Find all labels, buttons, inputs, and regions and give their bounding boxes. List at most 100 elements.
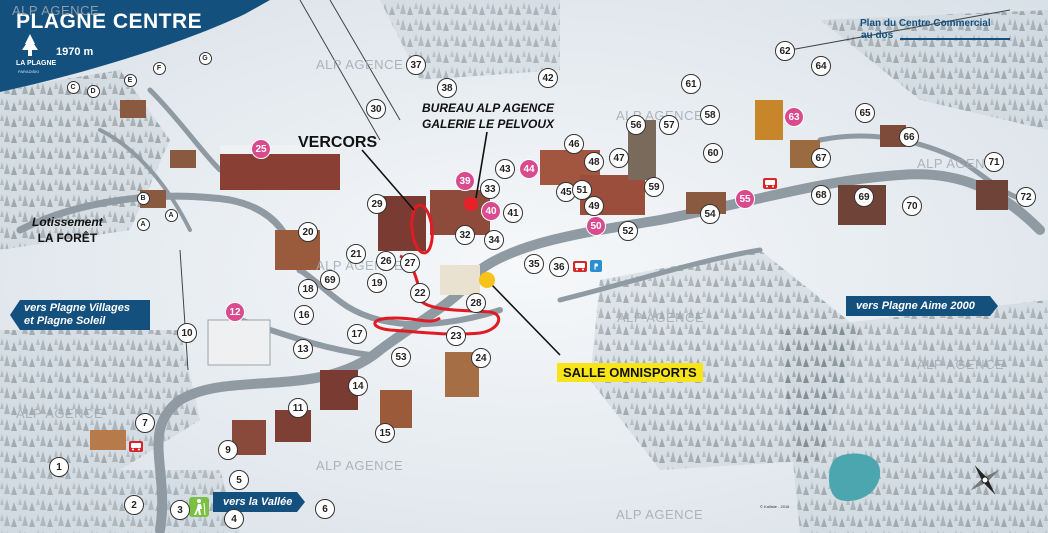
pin-10[interactable]: 10 — [177, 323, 197, 343]
pin-60[interactable]: 60 — [703, 143, 723, 163]
pin-56[interactable]: 56 — [626, 115, 646, 135]
pin-48[interactable]: 48 — [584, 152, 604, 172]
pin-51[interactable]: 51 — [572, 180, 592, 200]
pin-63[interactable]: 63 — [784, 107, 804, 127]
callout-lines — [361, 131, 561, 356]
pin-1[interactable]: 1 — [49, 457, 69, 477]
pin-letter-a[interactable]: A — [136, 217, 150, 231]
pin-28[interactable]: 28 — [466, 293, 486, 313]
pin-29[interactable]: 29 — [367, 194, 387, 214]
pin-49[interactable]: 49 — [584, 196, 604, 216]
pin-19[interactable]: 19 — [367, 273, 387, 293]
pin-letter-a[interactable]: A — [164, 208, 178, 222]
vercors-label: VERCORS — [298, 134, 378, 151]
pin-27[interactable]: 27 — [400, 253, 420, 273]
watermark: ALP AGENCE — [617, 310, 705, 325]
pin-44[interactable]: 44 — [519, 159, 539, 179]
pin-18[interactable]: 18 — [298, 279, 318, 299]
compass-icon — [970, 465, 1000, 495]
pin-68[interactable]: 68 — [811, 185, 831, 205]
watermark: ALP AGENCE — [917, 156, 1005, 171]
pin-67[interactable]: 67 — [811, 148, 831, 168]
pin-17[interactable]: 17 — [347, 324, 367, 344]
pin-66[interactable]: 66 — [899, 127, 919, 147]
pin-59[interactable]: 59 — [644, 177, 664, 197]
pin-letter-d[interactable]: D — [86, 84, 100, 98]
pin-20[interactable]: 20 — [298, 222, 318, 242]
pin-58[interactable]: 58 — [700, 105, 720, 125]
pin-15[interactable]: 15 — [375, 423, 395, 443]
agency-office-line1: BUREAU ALP AGENCE — [422, 101, 555, 115]
pin-14[interactable]: 14 — [348, 376, 368, 396]
watermark: ALP AGENCE — [917, 357, 1005, 372]
watermark: ALP AGENCE — [16, 406, 104, 421]
pin-letter-c[interactable]: C — [66, 80, 80, 94]
pin-62[interactable]: 62 — [775, 41, 795, 61]
pin-52[interactable]: 52 — [618, 221, 638, 241]
pin-4[interactable]: 4 — [224, 509, 244, 529]
pin-30[interactable]: 30 — [366, 99, 386, 119]
pin-letter-e[interactable]: E — [123, 73, 137, 87]
pin-47[interactable]: 47 — [609, 148, 629, 168]
pin-24[interactable]: 24 — [471, 348, 491, 368]
logo-subtext: PARADISKI — [18, 69, 40, 74]
pin-65[interactable]: 65 — [855, 103, 875, 123]
sign-plagne-villages: vers Plagne Villages et Plagne Soleil — [10, 300, 150, 330]
pin-61[interactable]: 61 — [681, 74, 701, 94]
pin-39[interactable]: 39 — [455, 171, 475, 191]
pin-34[interactable]: 34 — [484, 230, 504, 250]
watermark: ALP AGENCE — [616, 507, 704, 522]
pin-71[interactable]: 71 — [984, 152, 1004, 172]
pin-23[interactable]: 23 — [446, 326, 466, 346]
pin-38[interactable]: 38 — [437, 78, 457, 98]
pin-22[interactable]: 22 — [410, 283, 430, 303]
pin-25[interactable]: 25 — [251, 139, 271, 159]
pin-54[interactable]: 54 — [700, 204, 720, 224]
pin-5[interactable]: 5 — [229, 470, 249, 490]
pin-26[interactable]: 26 — [376, 251, 396, 271]
pin-13[interactable]: 13 — [293, 339, 313, 359]
pin-11[interactable]: 11 — [288, 398, 308, 418]
pin-21[interactable]: 21 — [346, 244, 366, 264]
pin-57[interactable]: 57 — [659, 115, 679, 135]
pin-36[interactable]: 36 — [549, 257, 569, 277]
pin-53[interactable]: 53 — [391, 347, 411, 367]
pin-70[interactable]: 70 — [902, 196, 922, 216]
sign-left-line2: et Plagne Soleil — [24, 315, 106, 327]
pin-9[interactable]: 9 — [218, 440, 238, 460]
pin-72[interactable]: 72 — [1016, 187, 1036, 207]
bus-icon — [573, 261, 587, 272]
pin-6[interactable]: 6 — [315, 499, 335, 519]
watermark: ALP AGENCE — [316, 458, 404, 473]
pin-12[interactable]: 12 — [225, 302, 245, 322]
pin-50[interactable]: 50 — [586, 216, 606, 236]
pin-55[interactable]: 55 — [735, 189, 755, 209]
pin-41[interactable]: 41 — [503, 203, 523, 223]
lake — [828, 453, 881, 502]
sign-plagne-aime: vers Plagne Aime 2000 — [846, 296, 998, 316]
pin-46[interactable]: 46 — [564, 134, 584, 154]
pin-64[interactable]: 64 — [811, 56, 831, 76]
lotissement-line2: LA FORÊT — [37, 231, 98, 245]
pin-3[interactable]: 3 — [170, 500, 190, 520]
pin-42[interactable]: 42 — [538, 68, 558, 88]
pin-letter-f[interactable]: F — [152, 61, 166, 75]
pin-letter-g[interactable]: G — [198, 51, 212, 65]
pin-7[interactable]: 7 — [135, 413, 155, 433]
pin-32[interactable]: 32 — [455, 225, 475, 245]
pin-43[interactable]: 43 — [495, 159, 515, 179]
agency-office-line2: GALERIE LE PELVOUX — [422, 117, 555, 131]
pin-33[interactable]: 33 — [480, 179, 500, 199]
pin-69-east[interactable]: 69 — [854, 187, 874, 207]
office-marker — [464, 197, 478, 211]
pin-35[interactable]: 35 — [524, 254, 544, 274]
pin-16[interactable]: 16 — [294, 305, 314, 325]
pin-69[interactable]: 69 — [320, 270, 340, 290]
sports-hall-label: SALLE OMNISPORTS — [557, 363, 703, 382]
pin-40[interactable]: 40 — [481, 201, 501, 221]
pin-2[interactable]: 2 — [124, 495, 144, 515]
bus-icon — [763, 178, 777, 189]
pin-37[interactable]: 37 — [406, 55, 426, 75]
pin-letter-b[interactable]: B — [136, 191, 150, 205]
agency-office-label: BUREAU ALP AGENCE GALERIE LE PELVOUX — [422, 100, 554, 132]
